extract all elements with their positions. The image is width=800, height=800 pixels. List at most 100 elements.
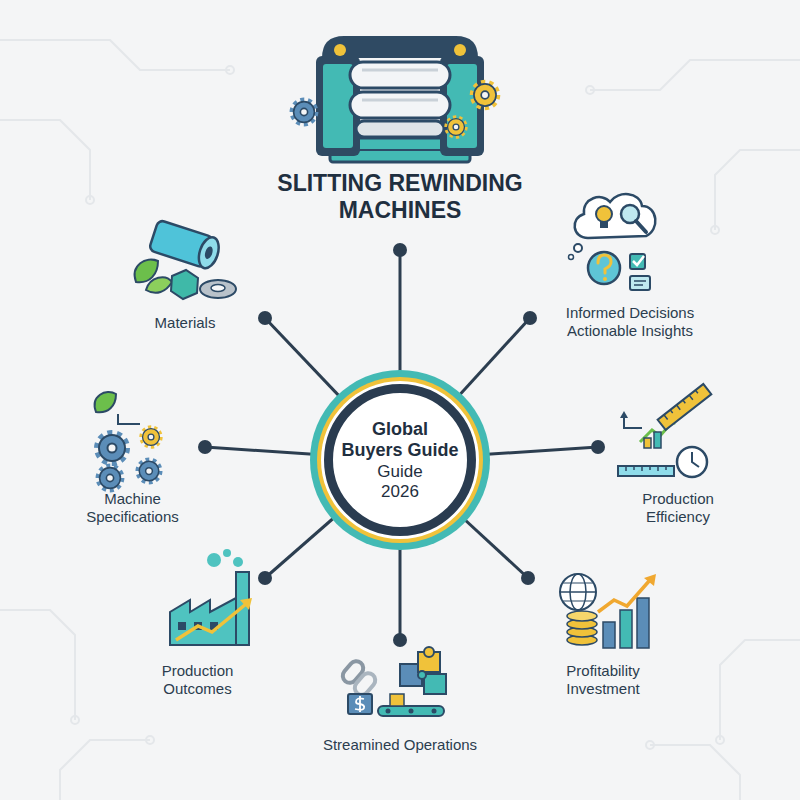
machine-illustration bbox=[292, 36, 499, 162]
insights-icon bbox=[636, 221, 646, 232]
machine-illustration bbox=[446, 117, 466, 137]
spoke-dot bbox=[258, 311, 272, 325]
insights-icon bbox=[574, 244, 582, 252]
profitability-icon bbox=[637, 598, 649, 648]
spoke-dot bbox=[591, 440, 605, 454]
efficiency-icon bbox=[618, 466, 674, 476]
insights-icon bbox=[634, 280, 646, 282]
profitability-icon bbox=[603, 622, 615, 648]
insights-icon bbox=[569, 255, 574, 260]
insights-icon bbox=[600, 222, 608, 228]
top-spoke bbox=[399, 250, 402, 380]
profitability-icon bbox=[620, 610, 632, 648]
topic-node: Machine Specifications bbox=[60, 390, 205, 530]
circuit-lines bbox=[0, 40, 230, 70]
insights-icon bbox=[633, 256, 644, 265]
circuit-lines bbox=[146, 736, 154, 744]
spoke-line bbox=[456, 512, 528, 579]
machine-illustration bbox=[323, 64, 353, 148]
hub-subtitle: Guide 2026 bbox=[369, 462, 431, 502]
top-spoke bbox=[393, 243, 407, 380]
materials-icon bbox=[211, 285, 225, 292]
machine-illustration bbox=[292, 100, 317, 125]
label-holder: Profitability Investment bbox=[528, 662, 678, 698]
machine-illustration bbox=[350, 92, 450, 118]
spoke-dot bbox=[521, 571, 535, 585]
outcomes-icon bbox=[240, 598, 252, 610]
circuit-lines bbox=[226, 66, 234, 74]
efficiency-icon bbox=[658, 384, 712, 430]
spoke-line bbox=[476, 447, 598, 455]
materials-icon bbox=[149, 220, 223, 271]
operations-icon bbox=[340, 647, 446, 716]
operations-icon bbox=[348, 694, 372, 714]
efficiency-icon bbox=[618, 384, 711, 477]
operations-icon bbox=[424, 647, 434, 657]
outcomes-icon bbox=[207, 553, 221, 567]
specifications-icon bbox=[118, 414, 140, 424]
insights-icon bbox=[569, 194, 656, 290]
circuit-lines bbox=[86, 196, 94, 204]
topic-label: Machine Specifications bbox=[73, 490, 193, 526]
machine-illustration bbox=[334, 44, 346, 56]
materials-icon bbox=[203, 245, 214, 260]
efficiency-icon bbox=[620, 411, 628, 418]
efficiency-icon bbox=[692, 452, 699, 467]
materials-icon bbox=[146, 277, 172, 292]
efficiency-icon bbox=[664, 390, 699, 419]
hub-circle: Global Buyers GuideGuide 2026 bbox=[324, 384, 476, 536]
topic-node: Profitability Investment bbox=[528, 550, 678, 700]
operations-icon bbox=[390, 694, 404, 706]
specifications-icon bbox=[141, 427, 161, 447]
label-holder: Production Outcomes bbox=[130, 662, 265, 698]
profitability-icon bbox=[644, 574, 656, 586]
topic-label: Informed Decisions Actionable Insights bbox=[558, 304, 703, 340]
circuit-lines bbox=[646, 741, 654, 749]
topic-label: Profitability Investment bbox=[548, 662, 658, 698]
circuit-lines bbox=[0, 610, 75, 720]
spoke-line bbox=[451, 318, 530, 404]
insights-icon bbox=[634, 284, 643, 286]
insights-icon bbox=[598, 255, 611, 273]
top-spoke bbox=[393, 243, 407, 257]
machine-illustration bbox=[322, 36, 478, 58]
insights-icon bbox=[596, 206, 612, 222]
profitability-icon bbox=[560, 574, 656, 648]
hub-heading: Global Buyers Guide bbox=[341, 419, 460, 461]
outcomes-icon bbox=[170, 549, 252, 645]
circuit-lines bbox=[71, 716, 79, 724]
topic-node: Production Outcomes bbox=[130, 550, 265, 700]
outcomes-icon bbox=[223, 549, 231, 557]
operations-icon bbox=[340, 658, 366, 685]
machine-illustration bbox=[356, 121, 444, 137]
efficiency-icon bbox=[677, 447, 707, 477]
spoke-line bbox=[205, 447, 324, 455]
specifications-icon bbox=[95, 392, 116, 412]
efficiency-icon bbox=[654, 432, 661, 448]
insights-icon bbox=[630, 276, 650, 290]
machine-illustration bbox=[350, 62, 450, 88]
specifications-icon bbox=[137, 459, 160, 482]
circuit-lines bbox=[650, 745, 740, 800]
materials-icon bbox=[171, 270, 198, 299]
specifications-icon bbox=[95, 392, 161, 490]
machine-illustration bbox=[472, 82, 498, 108]
circuit-lines bbox=[716, 736, 724, 744]
topic-node: Streamined Operations bbox=[300, 640, 500, 760]
materials-icon bbox=[200, 280, 236, 298]
label-holder: Informed Decisions Actionable Insights bbox=[530, 304, 730, 340]
insights-icon bbox=[603, 277, 607, 281]
topic-label: Production Outcomes bbox=[143, 662, 253, 698]
circuit-lines bbox=[720, 640, 800, 740]
profitability-icon bbox=[560, 574, 596, 610]
circuit-lines bbox=[590, 60, 800, 90]
spoke-line bbox=[265, 318, 348, 405]
label-holder: Materials bbox=[105, 314, 265, 332]
topic-label: Materials bbox=[125, 314, 245, 332]
topic-node: Informed Decisions Actionable Insights bbox=[530, 180, 730, 340]
specifications-icon bbox=[98, 466, 123, 491]
circuit-lines bbox=[0, 120, 90, 200]
topic-node: Materials bbox=[105, 222, 265, 340]
spoke-line bbox=[265, 510, 343, 578]
topic-label: Streamined Operations bbox=[300, 736, 500, 754]
